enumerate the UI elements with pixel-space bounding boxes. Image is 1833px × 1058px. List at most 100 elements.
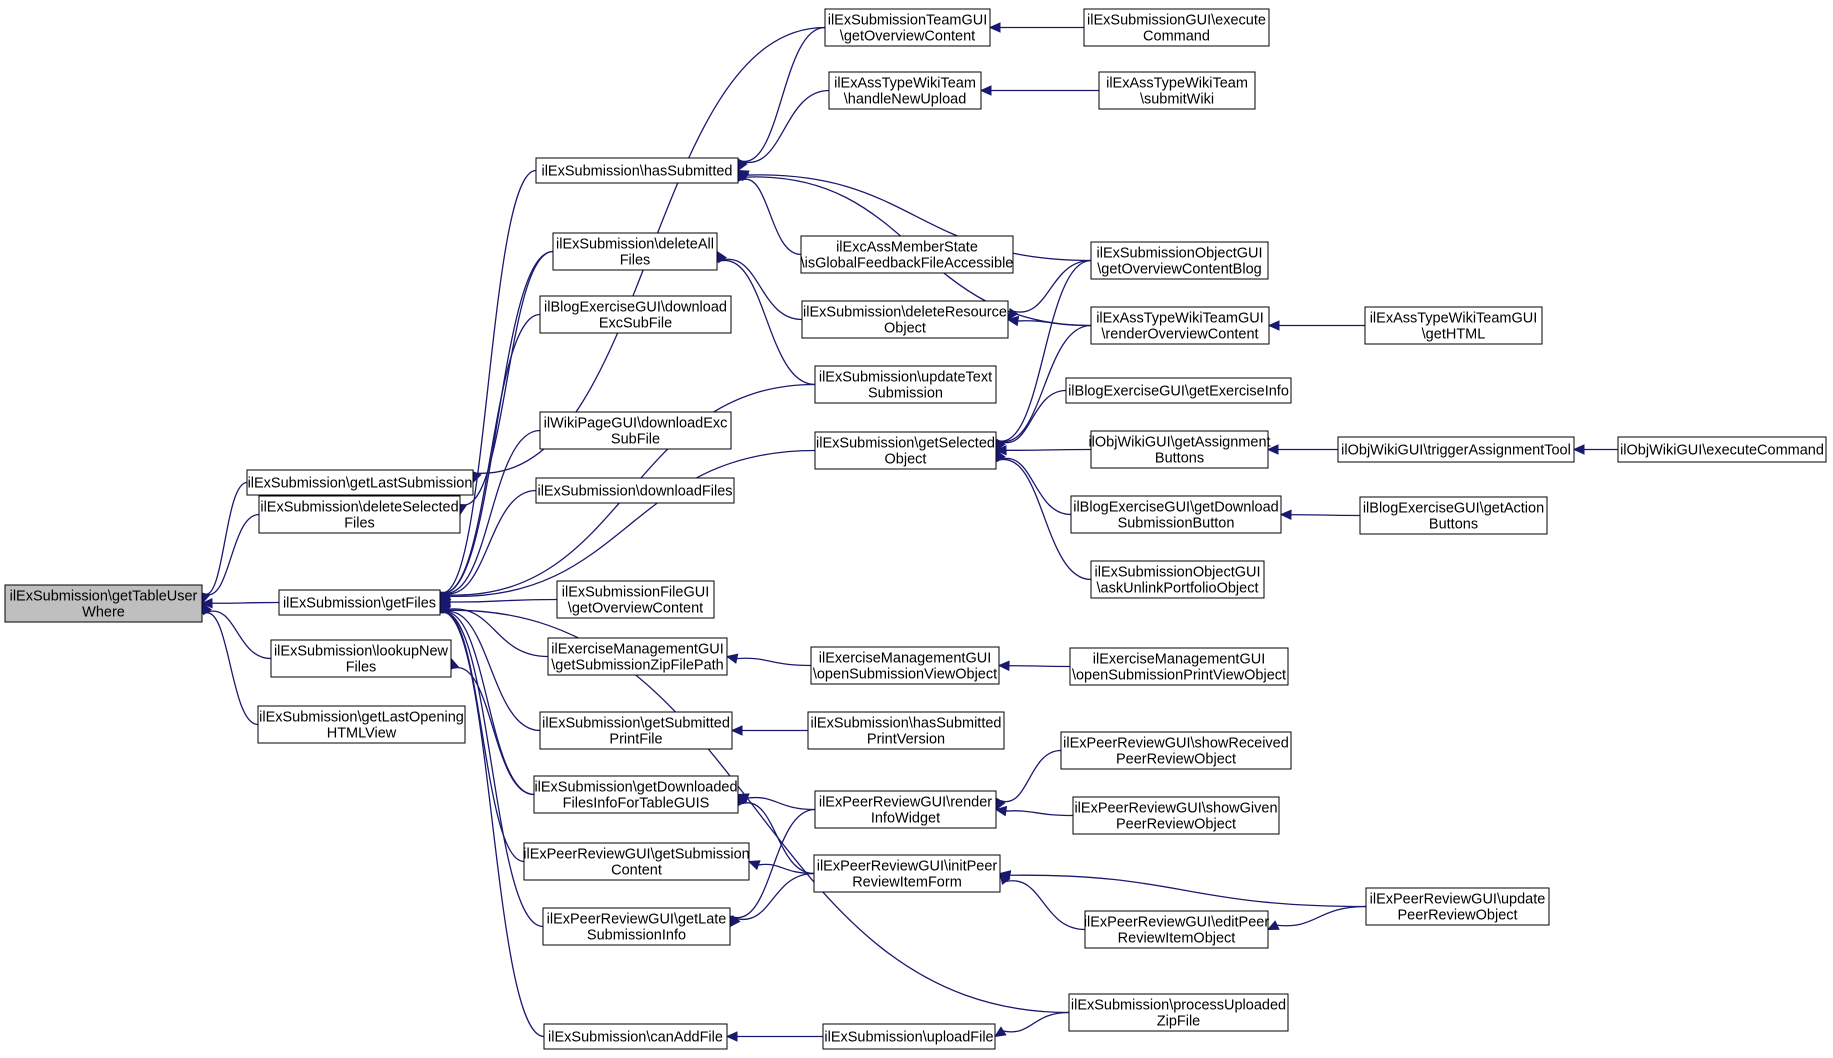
- arrowhead-n37-to-n24: [997, 660, 1010, 672]
- node-label-line: SubFile: [611, 432, 660, 448]
- edge-n41-to-n3: [446, 609, 1070, 1014]
- node-label-line: ilBlogExerciseGUI\download: [544, 300, 727, 316]
- node-box: [1090, 430, 1269, 469]
- graph-node[interactable]: ilExSubmissionGUI\executeCommand: [1083, 8, 1270, 47]
- graph-node[interactable]: ilExerciseManagementGUI\getSubmissionZip…: [547, 637, 728, 676]
- node-label-line: \submitWiki: [1140, 92, 1214, 108]
- arrowhead-n32-to-n21: [1006, 315, 1020, 327]
- graph-node[interactable]: ilExAssTypeWikiTeamGUI\renderOverviewCon…: [1090, 306, 1270, 345]
- node-label-line: Command: [1143, 29, 1210, 45]
- node-box: [535, 477, 735, 504]
- graph-node[interactable]: ilExAssTypeWikiTeam\handleNewUpload: [828, 71, 982, 110]
- graph-node[interactable]: ilObjWikiGUI\executeCommand: [1617, 436, 1827, 463]
- node-label-line: ilExAssTypeWikiTeamGUI: [1096, 311, 1264, 327]
- edge-n6-to-n3: [440, 169, 537, 594]
- node-label-line: ilExSubmissionFileGUI: [562, 585, 709, 601]
- edge-n4-to-n0: [207, 610, 272, 660]
- node-label-line: Files: [346, 660, 377, 676]
- graph-node[interactable]: ilExSubmission\getLastSubmission: [246, 469, 474, 496]
- node-label-line: ilExPeerReviewGUI\render: [819, 795, 992, 811]
- node-label-line: ilExSubmission\deleteAll: [556, 237, 714, 253]
- node-box: [1070, 495, 1282, 534]
- graph-node[interactable]: ilExSubmissionFileGUI\getOverviewContent: [556, 580, 715, 619]
- edge-n19-to-n6: [742, 89, 830, 163]
- graph-node[interactable]: ilExSubmission\downloadFiles: [535, 477, 735, 504]
- graph-node[interactable]: ilExPeerReviewGUI\showGivenPeerReviewObj…: [1072, 796, 1280, 835]
- node-box: [807, 711, 1005, 750]
- node-box: [1083, 8, 1270, 47]
- edge-n35-to-n23: [1000, 457, 1072, 516]
- graph-node[interactable]: ilExSubmissionObjectGUI\askUnlinkPortfol…: [1090, 560, 1265, 599]
- node-box: [814, 365, 997, 404]
- node-label-line: PrintVersion: [867, 732, 945, 748]
- graph-node[interactable]: ilExcAssMemberState\isGlobalFeedbackFile…: [800, 235, 1014, 274]
- graph-node[interactable]: ilExAssTypeWikiTeamGUI\getHTML: [1364, 306, 1543, 345]
- node-box: [1365, 887, 1550, 926]
- graph-node[interactable]: ilExSubmission\canAddFile: [543, 1023, 728, 1050]
- graph-node[interactable]: ilExSubmission\hasSubmitted: [535, 157, 739, 184]
- node-label-line: ilExSubmission\getLastOpening: [259, 710, 464, 726]
- arrowhead-n27-to-n15: [747, 860, 761, 871]
- node-box: [270, 639, 452, 678]
- edge-n12-to-n3: [446, 608, 549, 658]
- node-label-line: FilesInfoForTableGUIS: [563, 796, 710, 812]
- graph-node[interactable]: ilExerciseManagementGUI\openSubmissionVi…: [810, 646, 1000, 685]
- node-label-line: \askUnlinkPortfolioObject: [1097, 581, 1259, 597]
- arrowhead-n41-to-n28: [993, 1026, 1007, 1038]
- edge-n32-to-n21: [1017, 320, 1092, 327]
- graph-node[interactable]: ilExSubmission\uploadFile: [822, 1023, 996, 1050]
- arrowhead-n3-to-n0: [200, 597, 213, 609]
- arrowhead-n46-to-n43: [1572, 444, 1585, 455]
- node-box: [801, 300, 1009, 339]
- graph-node[interactable]: ilExAssTypeWikiTeam\submitWiki: [1098, 71, 1256, 110]
- node-label-line: Object: [885, 452, 927, 468]
- graph-node[interactable]: ilExSubmission\getDownloadedFilesInfoFor…: [533, 775, 739, 814]
- node-label-line: InfoWidget: [871, 811, 940, 827]
- node-box: [246, 469, 474, 496]
- graph-node[interactable]: ilExSubmissionTeamGUI\getOverviewContent: [824, 8, 991, 47]
- graph-node[interactable]: ilExPeerReviewGUI\showReceivedPeerReview…: [1060, 731, 1292, 770]
- edge-n27-to-n15: [758, 863, 815, 875]
- node-label-line: ilObjWikiGUI\executeCommand: [1620, 443, 1824, 459]
- graph-node[interactable]: ilBlogExerciseGUI\getExerciseInfo: [1065, 377, 1292, 404]
- edge-n10-to-n3: [443, 489, 537, 595]
- node-label-line: ilExSubmission\uploadFile: [824, 1030, 993, 1046]
- node-label-line: ilExerciseManagementGUI: [819, 651, 991, 667]
- edge-n24-to-n12: [736, 657, 812, 667]
- node-label-line: ilExPeerReviewGUI\update: [1370, 892, 1546, 908]
- node-label-line: PrintFile: [609, 732, 662, 748]
- edge-n21-to-n7: [722, 258, 803, 321]
- graph-node[interactable]: ilExPeerReviewGUI\editPeerReviewItemObje…: [1084, 910, 1270, 949]
- node-label-line: Object: [884, 321, 926, 337]
- edge-n27-to-n14: [742, 802, 815, 875]
- graph-node[interactable]: ilObjWikiGUI\triggerAssignmentTool: [1337, 436, 1575, 463]
- graph-node[interactable]: ilBlogExerciseGUI\getDownloadSubmissionB…: [1070, 495, 1282, 534]
- node-label-line: ilBlogExerciseGUI\getAction: [1363, 501, 1544, 517]
- node-label-line: ExcSubFile: [599, 316, 672, 332]
- node-label-line: \getOverviewContent: [568, 601, 703, 617]
- graph-node[interactable]: ilExSubmissionObjectGUI\getOverviewConte…: [1090, 241, 1269, 280]
- graph-node[interactable]: ilExerciseManagementGUI\openSubmissionPr…: [1069, 647, 1289, 686]
- node-label-line: ilExcAssMemberState: [836, 240, 978, 256]
- graph-node[interactable]: ilExSubmission\getFiles: [278, 589, 441, 616]
